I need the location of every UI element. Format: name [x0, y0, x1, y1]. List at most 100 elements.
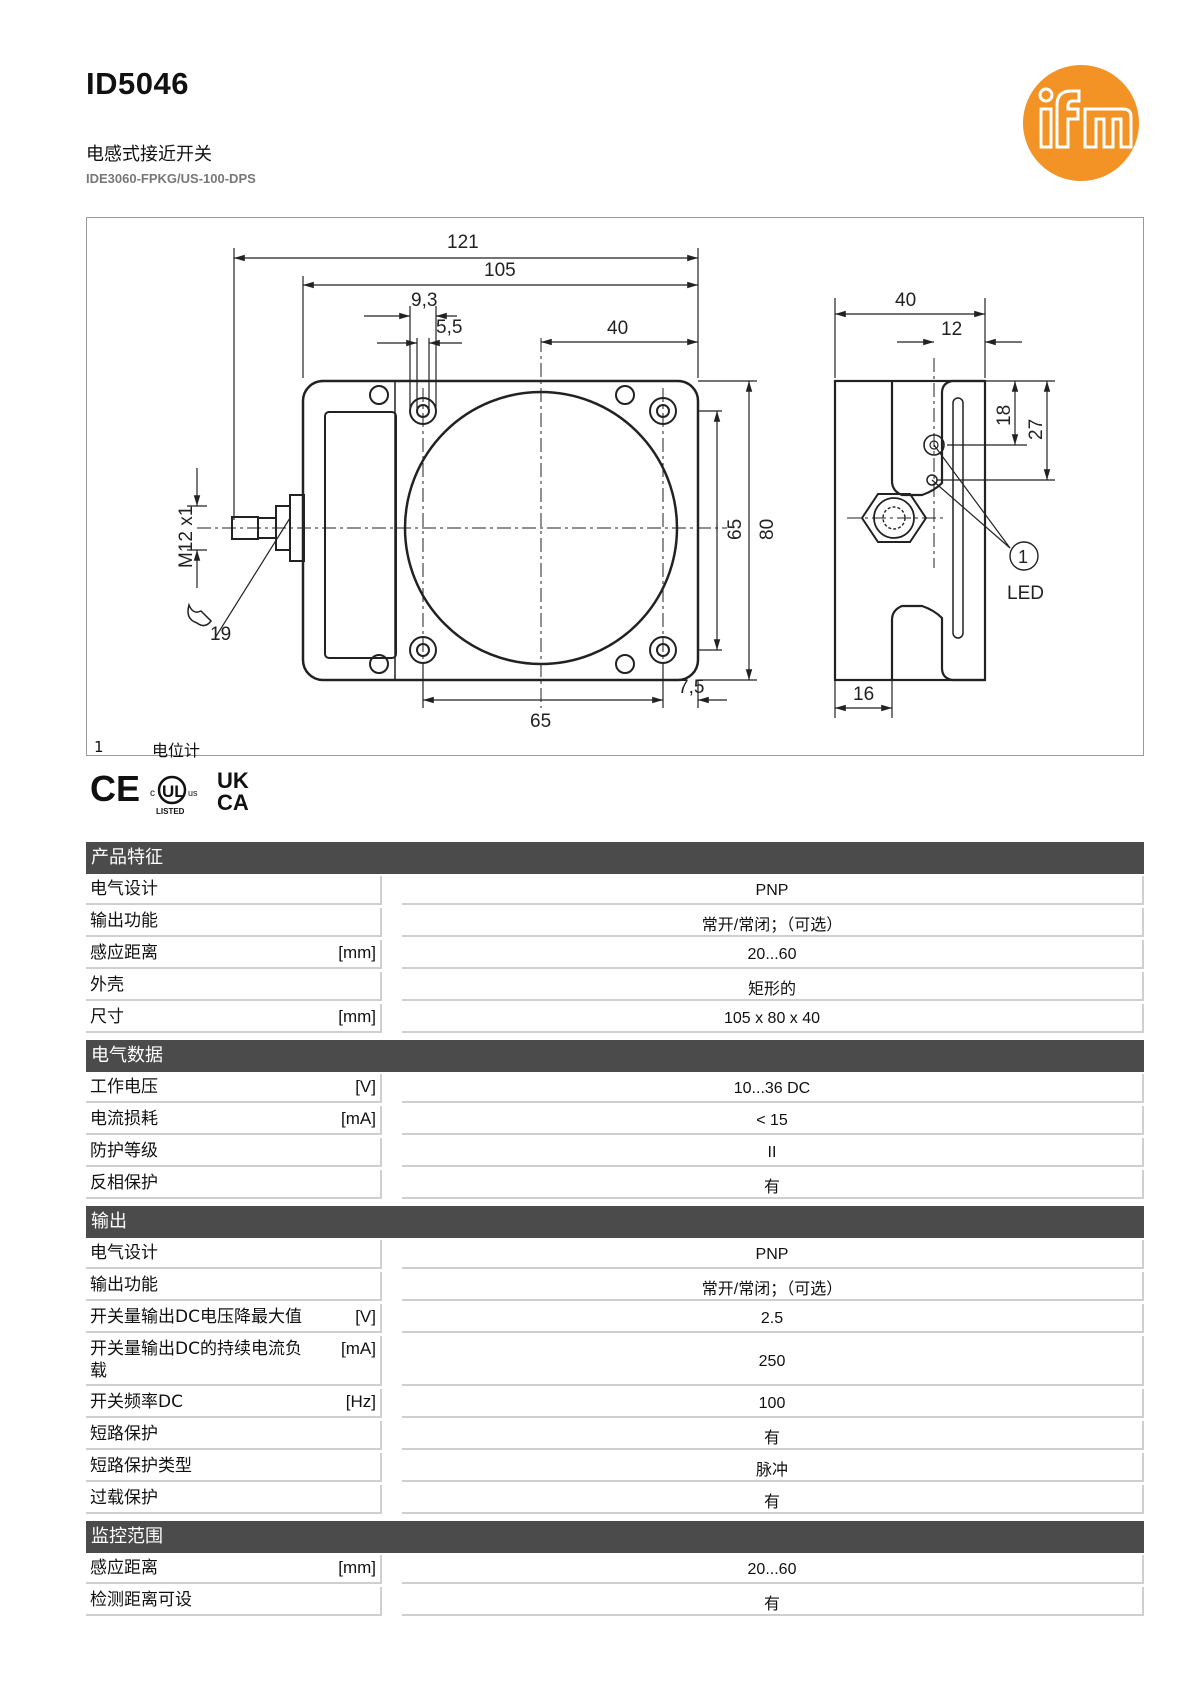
dim-19: 19: [210, 624, 231, 645]
dim-40-top: 40: [607, 318, 628, 339]
spec-row: 感应距离[mm] 20...60: [86, 1555, 1144, 1584]
spec-value: 常开/常闭；（可选）: [402, 908, 1144, 937]
spec-unit: [Hz]: [345, 1392, 376, 1411]
svg-text:c: c: [150, 788, 155, 799]
dim-12: 12: [941, 319, 962, 340]
front-view: [231, 379, 700, 682]
section-header: 电气数据: [86, 1040, 1144, 1072]
spec-row: 工作电压 [V] 10...36 DC: [86, 1074, 1144, 1103]
wrench-icon: [187, 602, 212, 627]
dim-40-side: 40: [895, 290, 916, 311]
spec-unit: [V]: [355, 1077, 376, 1096]
spec-label-cell: 开关量输出DC的持续电流负载 [mA]: [86, 1336, 382, 1386]
spec-label: 短路保护: [90, 1424, 158, 1444]
spec-row: 开关量输出DC的持续电流负载 [mA] 250: [86, 1336, 1144, 1386]
dim-9-3: 9,3: [411, 290, 437, 311]
spec-label: 开关量输出DC的持续电流负载: [90, 1339, 302, 1381]
spec-label-cell: 感应距离[mm]: [86, 940, 382, 969]
spec-unit: [mm]: [338, 1007, 376, 1026]
spec-label-cell: 防护等级: [86, 1138, 382, 1167]
spec-label: 反相保护: [90, 1173, 158, 1193]
svg-text:us: us: [188, 788, 198, 798]
spec-label: 感应距离: [90, 1558, 158, 1578]
spec-label-cell: 开关频率DC [Hz]: [86, 1389, 382, 1418]
dim-16: 16: [853, 684, 874, 705]
spec-value: 20...60: [402, 940, 1144, 969]
spec-value: 105 x 80 x 40: [402, 1004, 1144, 1033]
dim-5-5: 5,5: [436, 317, 462, 338]
product-model: IDE3060-FPKG/US-100-DPS: [86, 171, 256, 186]
spec-value: 10...36 DC: [402, 1074, 1144, 1103]
spec-value: 有: [402, 1170, 1144, 1199]
ce-mark: CE: [90, 768, 140, 809]
spec-value: PNP: [402, 1240, 1144, 1269]
spec-label: 短路保护类型: [90, 1456, 192, 1476]
dim-105: 105: [484, 260, 516, 281]
dim-m12: M12 x1: [176, 506, 197, 568]
spec-label-cell: 开关量输出DC电压降最大值 [V]: [86, 1304, 382, 1333]
spec-row: 电流损耗[mA]< 15: [86, 1106, 1144, 1135]
spec-label-cell: 工作电压 [V]: [86, 1074, 382, 1103]
spec-label: 外壳: [90, 975, 124, 995]
spec-value: 2.5: [402, 1304, 1144, 1333]
spec-label-cell: 过载保护: [86, 1485, 382, 1514]
dim-27: 27: [1026, 419, 1047, 440]
spec-value: 100: [402, 1389, 1144, 1418]
ifm-logo: [1023, 65, 1139, 181]
spec-value: 250: [402, 1336, 1144, 1386]
spec-row: 输出功能常开/常闭；（可选）: [86, 1272, 1144, 1301]
spec-row: 过载保护 有: [86, 1485, 1144, 1514]
spec-label: 开关频率DC: [90, 1392, 183, 1412]
spec-label-cell: 尺寸 [mm]: [86, 1004, 382, 1033]
spec-value: 常开/常闭；（可选）: [402, 1272, 1144, 1301]
spec-row: 尺寸 [mm] 105 x 80 x 40: [86, 1004, 1144, 1033]
svg-text:LISTED: LISTED: [156, 807, 185, 816]
spec-value: 20...60: [402, 1555, 1144, 1584]
spec-label: 工作电压: [90, 1077, 158, 1097]
spec-label: 过载保护: [90, 1488, 158, 1508]
spec-value: 有: [402, 1587, 1144, 1616]
spec-row: 反相保护 有: [86, 1170, 1144, 1199]
spec-label-cell: 检测距离可设: [86, 1587, 382, 1616]
spec-unit: [mA]: [341, 1339, 376, 1358]
spec-value: II: [402, 1138, 1144, 1167]
spec-label-cell: 电流损耗[mA]: [86, 1106, 382, 1135]
spec-value: 有: [402, 1485, 1144, 1514]
spec-row: 开关频率DC [Hz] 100: [86, 1389, 1144, 1418]
spec-label-cell: 感应距离[mm]: [86, 1555, 382, 1584]
dim-65-height: 65: [725, 519, 746, 540]
callout-number: 1: [1018, 547, 1028, 567]
dimension-drawing: 121 105 9,3 5,5 40 7,5 65 19 65 80 M12 x…: [86, 217, 1144, 756]
spec-row: 输出功能 常开/常闭；（可选）: [86, 908, 1144, 937]
spec-label: 尺寸: [90, 1007, 124, 1027]
section-header: 输出: [86, 1206, 1144, 1238]
spec-label: 检测距离可设: [90, 1590, 192, 1610]
spec-value: PNP: [402, 876, 1144, 905]
spec-label-cell: 电气设计: [86, 1240, 382, 1269]
spec-row: 开关量输出DC电压降最大值 [V] 2.5: [86, 1304, 1144, 1333]
spec-value: 矩形的: [402, 972, 1144, 1001]
ul-mark: UL: [162, 782, 185, 801]
section-header: 产品特征: [86, 842, 1144, 874]
dim-65-width: 65: [530, 711, 551, 732]
spec-label-cell: 短路保护类型: [86, 1453, 382, 1482]
spec-label: 电流损耗: [90, 1109, 158, 1129]
spec-unit: [V]: [355, 1307, 376, 1326]
certification-marks: CE UL c us LISTED UK CA: [90, 768, 249, 816]
spec-label-cell: 电气设计: [86, 876, 382, 905]
spec-label: 电气设计: [90, 1243, 158, 1263]
spec-label: 电气设计: [90, 879, 158, 899]
spec-value: 脉冲: [402, 1453, 1144, 1482]
svg-text:CA: CA: [217, 790, 249, 815]
spec-row: 短路保护有: [86, 1421, 1144, 1450]
section-header: 监控范围: [86, 1521, 1144, 1553]
dim-80: 80: [757, 519, 778, 540]
product-title: ID5046: [86, 66, 189, 101]
spec-row: 电气设计 PNP: [86, 1240, 1144, 1269]
spec-row: 感应距离[mm] 20...60: [86, 940, 1144, 969]
spec-unit: [mm]: [338, 943, 376, 962]
spec-label: 开关量输出DC电压降最大值: [90, 1307, 302, 1327]
legend-number: 1: [94, 738, 104, 756]
spec-label: 输出功能: [90, 911, 158, 931]
